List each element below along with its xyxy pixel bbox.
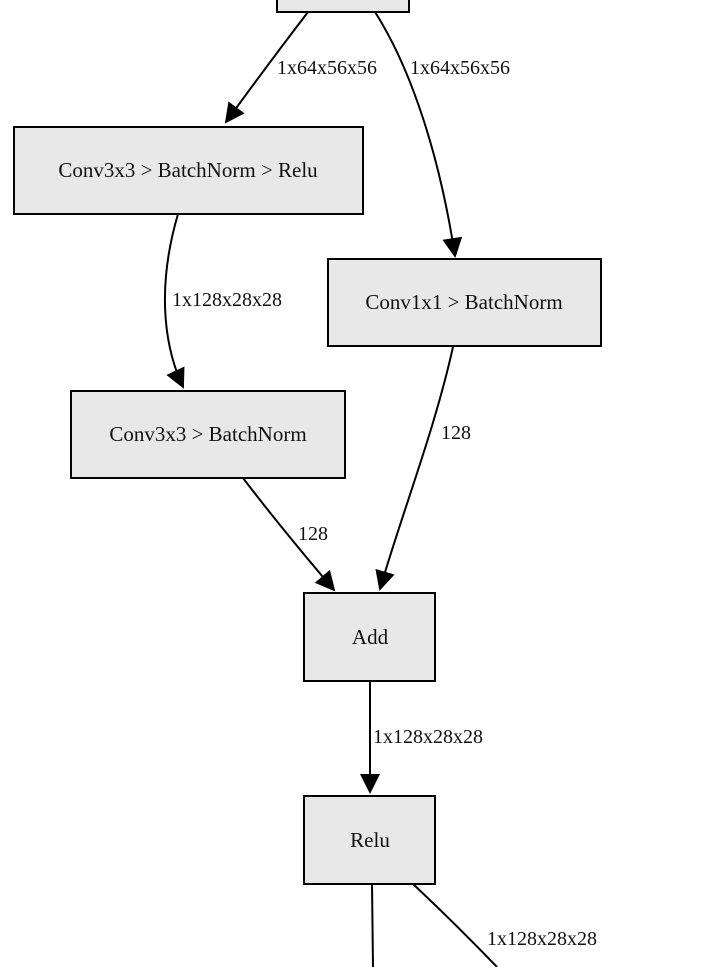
edge-label-add-to-relu: 1x128x28x28 [373,726,483,748]
node-conv3x3-bn-relu: Conv3x3 > BatchNorm > Relu [13,126,364,215]
node-conv1x1-bn-label: Conv1x1 > BatchNorm [365,290,562,314]
edge-label-relu-out-right: 1x128x28x28 [487,928,597,950]
node-top-block [276,0,410,13]
edge-label-conv3x3-bn-to-add: 128 [298,523,328,545]
node-add-label: Add [352,625,389,649]
edge-label-conv1x1-bn-to-add: 128 [441,422,471,444]
node-conv3x3-bn: Conv3x3 > BatchNorm [70,390,346,479]
node-relu-label: Relu [350,828,390,852]
node-add: Add [303,592,436,682]
edge-top-to-conv1x1-bn [374,11,463,258]
edge-label-top-to-conv1x1-bn: 1x64x56x56 [410,57,510,79]
node-conv1x1-bn: Conv1x1 > BatchNorm [327,258,602,347]
edge-label-top-to-conv3x3-bn-relu: 1x64x56x56 [277,57,377,79]
edge-relu-out-left [371,883,374,967]
edge-labels: 1x64x56x56 1x64x56x56 1x128x28x28 128 12… [172,57,597,950]
edge-conv1x1-bn-to-add [375,346,454,591]
edges [163,11,498,967]
node-relu: Relu [303,795,436,885]
edge-top-to-conv3x3-bn-relu [224,11,309,124]
edge-relu-out-right [412,883,498,967]
nodes: Conv3x3 > BatchNorm > Relu Conv1x1 > Bat… [13,0,602,885]
edge-label-conv3x3-bn-relu-to-conv3x3-bn: 1x128x28x28 [172,289,282,311]
node-conv3x3-bn-label: Conv3x3 > BatchNorm [109,422,306,446]
edge-conv3x3-bn-to-add [242,477,336,592]
edge-conv3x3-bn-relu-to-conv3x3-bn [163,213,185,389]
node-conv3x3-bn-relu-label: Conv3x3 > BatchNorm > Relu [58,158,318,182]
